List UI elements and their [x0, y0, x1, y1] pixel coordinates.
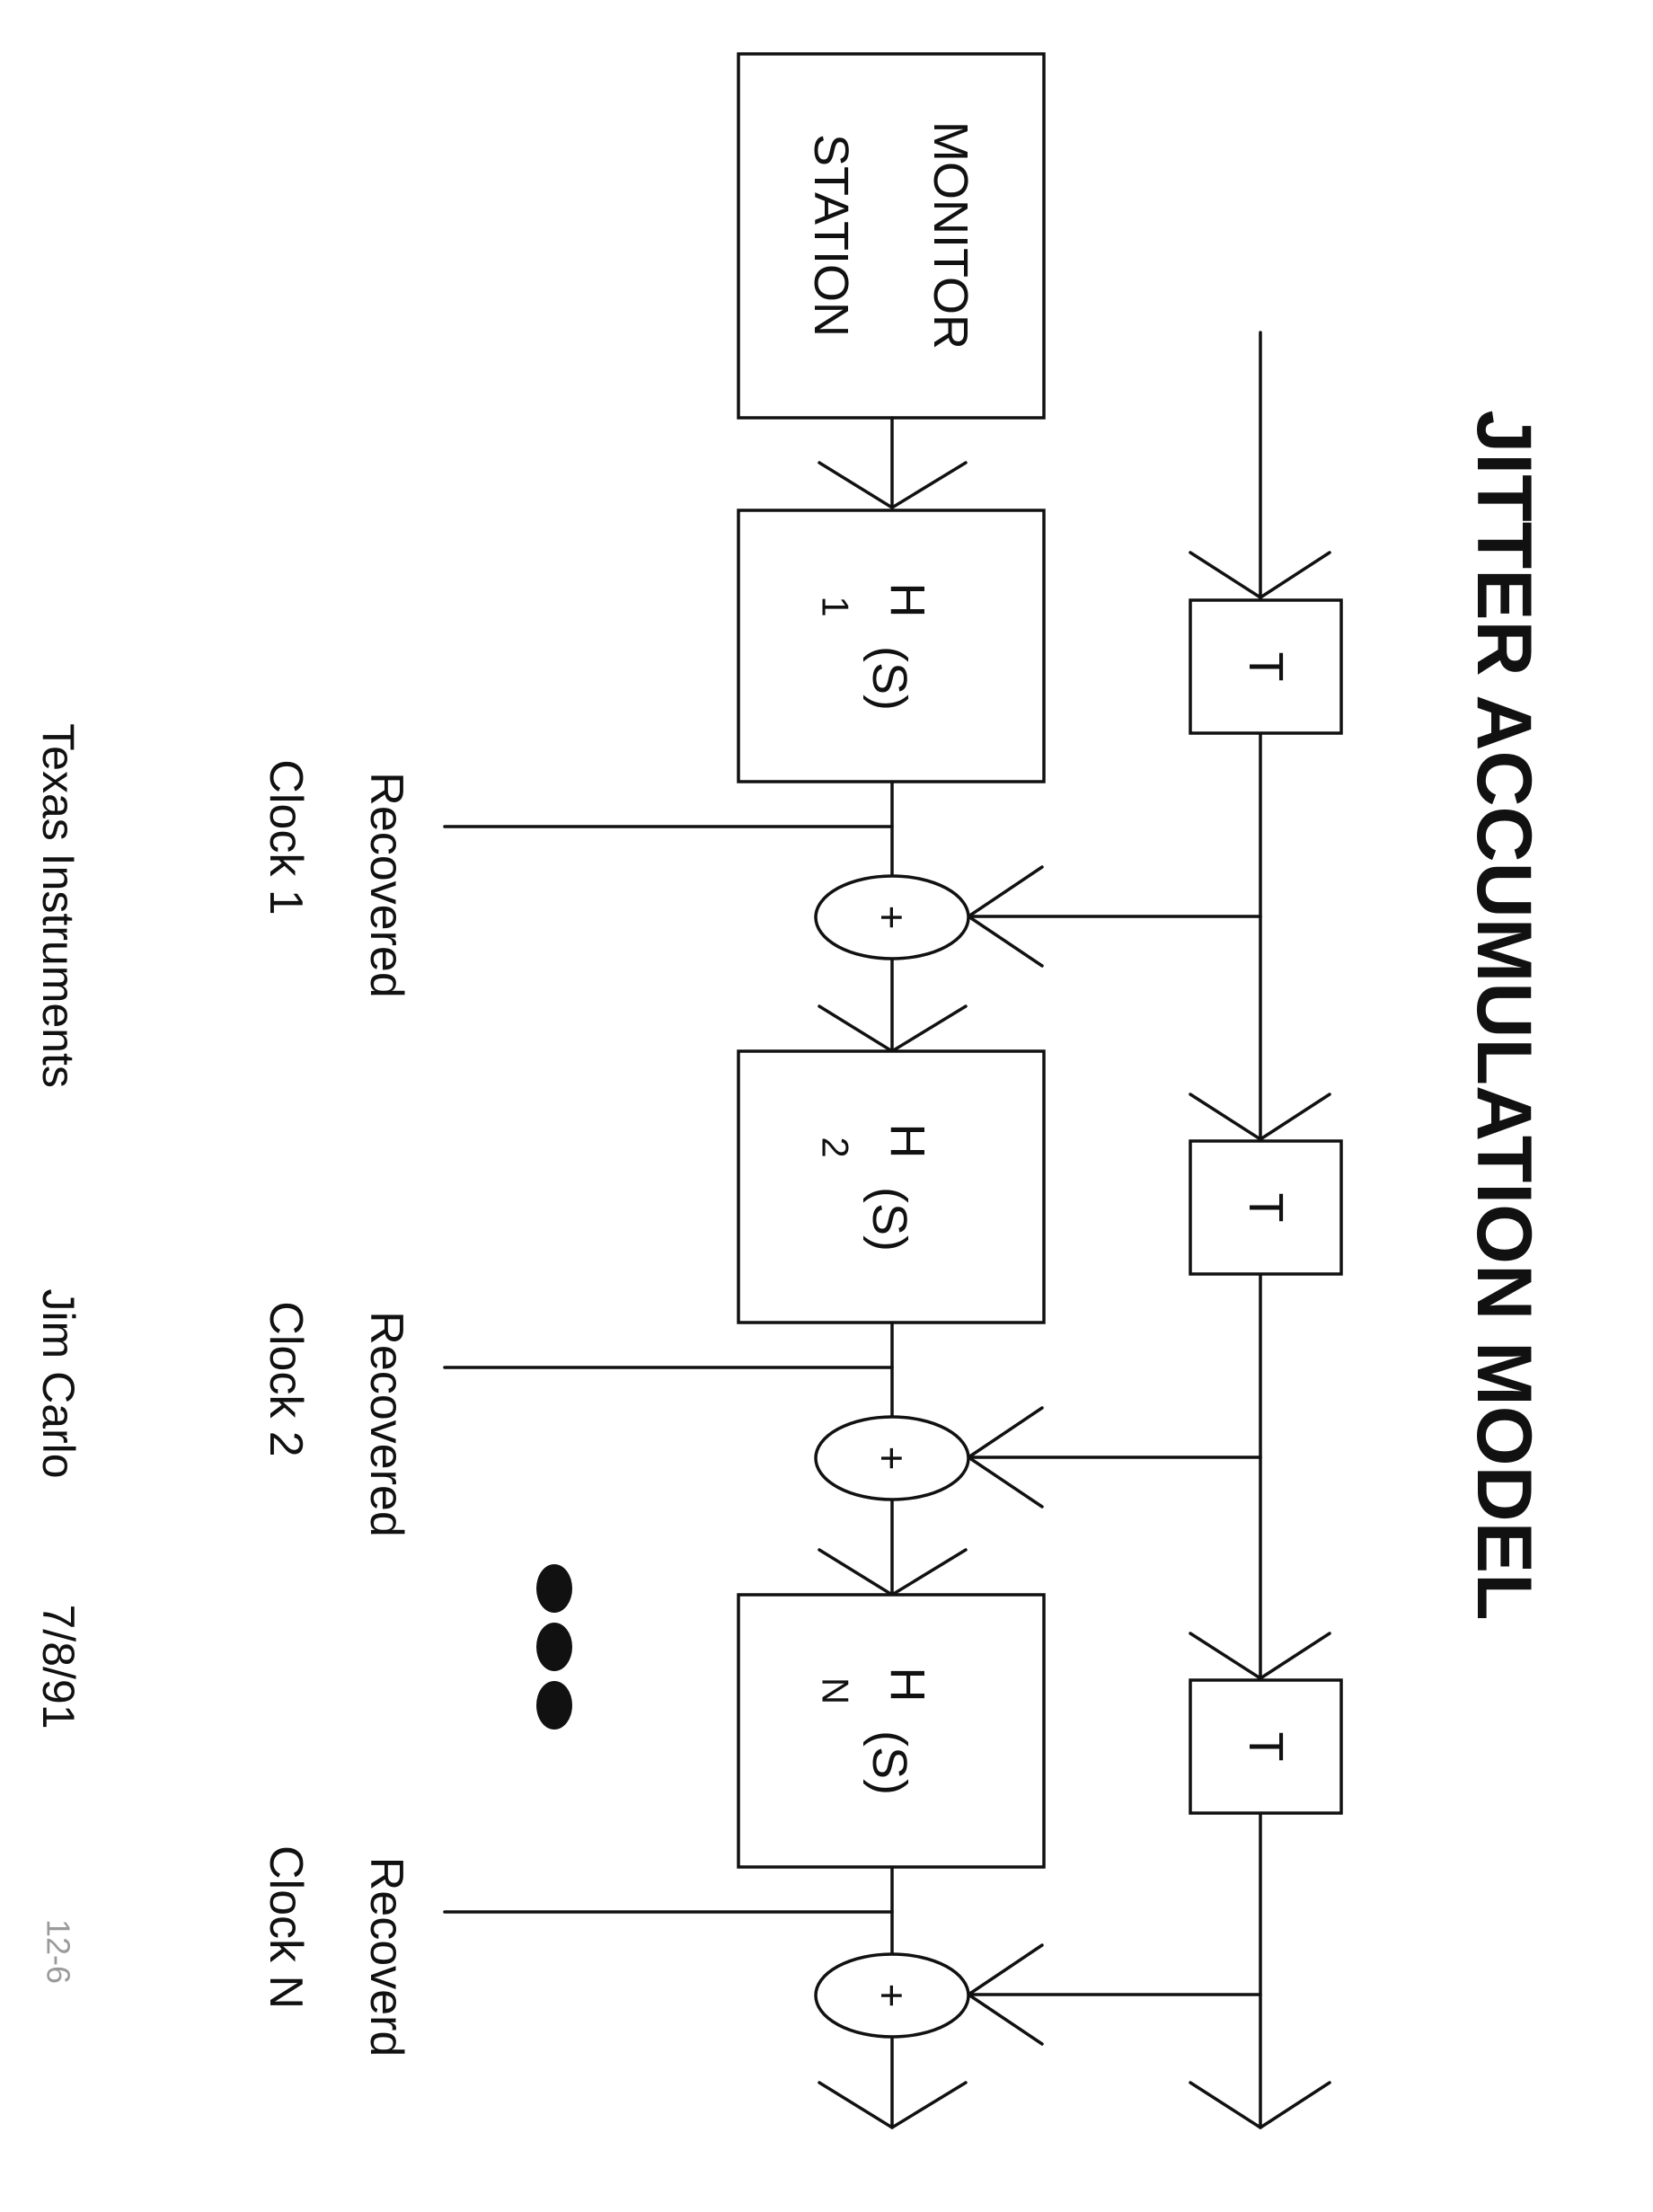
svg-text:+: +: [869, 1984, 915, 2008]
filter-block-h2: H (S) 2: [737, 1049, 1046, 1324]
svg-text:MONITOR: MONITOR: [924, 121, 977, 349]
clock-label: Clock N: [260, 1845, 312, 2009]
svg-text:(S): (S): [862, 1730, 916, 1795]
summing-junction: +: [814, 874, 970, 960]
svg-text:2: 2: [815, 1137, 857, 1157]
signal-chain: [818, 416, 968, 2130]
svg-text:(S): (S): [862, 646, 916, 711]
filter-block-hn: H (S) N: [737, 1593, 1046, 1869]
footer-author: Jim Carlo: [33, 1288, 84, 1478]
svg-text:N: N: [815, 1677, 857, 1704]
svg-text:+: +: [869, 906, 915, 930]
svg-text:H: H: [880, 1668, 934, 1703]
continuation-dots: [536, 1564, 572, 1730]
clock-label: Recovered: [360, 772, 412, 997]
svg-text:H: H: [880, 583, 934, 618]
svg-text:T: T: [1239, 1732, 1293, 1762]
summing-junction: +: [814, 1952, 970, 2039]
delay-block: T: [1189, 1678, 1343, 1815]
diagram-title: JITTER ACCUMULATION MODEL: [1461, 410, 1547, 1620]
clock-label: Clock 2: [260, 1301, 312, 1456]
svg-text:+: +: [869, 1447, 915, 1471]
footer-company: Texas Instruments: [33, 723, 84, 1088]
clock-output-lines: [443, 825, 894, 1914]
svg-text:(S): (S): [862, 1187, 916, 1252]
svg-text:STATION: STATION: [804, 134, 858, 337]
delay-block: T: [1189, 1139, 1343, 1276]
clock-label: Clock 1: [260, 759, 312, 915]
svg-text:T: T: [1239, 652, 1293, 682]
clock-label: Recovered: [360, 1311, 412, 1536]
clock-label: Recoverd: [360, 1857, 412, 2057]
page-mark: 12-6: [40, 1919, 77, 1984]
monitor-station: MONITOR STATION: [737, 52, 1046, 420]
delay-block: T: [1189, 598, 1343, 735]
svg-text:1: 1: [815, 596, 857, 616]
svg-text:H: H: [880, 1124, 934, 1159]
summing-junction: +: [814, 1415, 970, 1501]
footer-date: 7/8/91: [33, 1604, 84, 1729]
filter-block-h1: H (S) 1: [737, 509, 1046, 783]
svg-text:T: T: [1239, 1193, 1293, 1223]
